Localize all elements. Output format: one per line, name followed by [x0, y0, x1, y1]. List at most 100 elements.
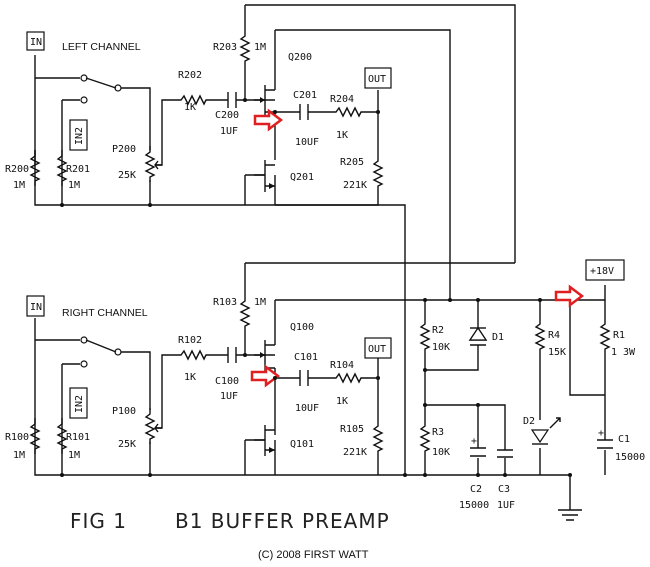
c1-plus: + [598, 428, 604, 439]
r204-label: R204 [330, 94, 354, 105]
r202-value: 1K [184, 102, 196, 113]
c200-capacitor [227, 92, 237, 108]
left-channel: LEFT CHANNEL IN IN2 R200 1M R201 1M P200… [5, 29, 392, 192]
right-in2-port [69, 387, 88, 419]
p200-wiper [154, 160, 162, 170]
c3-label: C3 [498, 484, 510, 495]
r103-resistor [240, 294, 250, 332]
c201-capacitor [299, 104, 309, 120]
p100-pot [145, 407, 155, 445]
r203-label: R203 [213, 42, 237, 53]
r1-label: R1 [613, 330, 625, 341]
right-in-port [26, 295, 45, 317]
c2-label: C2 [470, 484, 482, 495]
q100-label: Q100 [290, 322, 314, 333]
r100-value: 1M [13, 450, 25, 461]
r201-value: 1M [68, 180, 80, 191]
q201-label: Q201 [290, 172, 314, 183]
junction-dots [60, 98, 572, 477]
right-switch-arm [85, 339, 117, 353]
d2-light-arrow [549, 417, 561, 429]
r104-value: 1K [336, 396, 348, 407]
caption: FIG 1 B1 BUFFER PREAMP (C) 2008 FIRST WA… [70, 509, 390, 561]
r204-value: 1K [336, 130, 348, 141]
r105-resistor [373, 419, 383, 457]
right-switch-contact-b [80, 360, 88, 368]
r4-value: 15K [548, 347, 566, 358]
c3-value: 1UF [497, 500, 515, 511]
c2-value: 15000 [459, 500, 489, 511]
r204-resistor [329, 107, 367, 117]
figure-subtitle: B1 BUFFER PREAMP [175, 509, 390, 533]
figure-title: FIG 1 [70, 509, 127, 533]
p100-wiper [154, 423, 162, 433]
left-out-port [364, 67, 392, 89]
d1-label: D1 [492, 332, 504, 343]
c101-value: 10UF [295, 403, 319, 414]
r105-label: R105 [340, 424, 364, 435]
supply-highlight-arrow [554, 285, 584, 307]
right-out-label: OUT [368, 344, 386, 355]
r101-value: 1M [68, 450, 80, 461]
r4-resistor [535, 317, 545, 355]
q201-arrow [269, 183, 275, 189]
r4-label: R4 [548, 330, 560, 341]
left-switch-contact-b [80, 96, 88, 104]
left-switch-arm [85, 77, 117, 89]
r205-label: R205 [340, 157, 364, 168]
q101-arrow [269, 447, 275, 453]
r205-resistor [373, 154, 383, 192]
r102-resistor [174, 350, 212, 360]
r102-value: 1K [184, 372, 196, 383]
r3-resistor [420, 419, 430, 457]
r102-label: R102 [178, 335, 202, 346]
right-channel: RIGHT CHANNEL IN IN2 R100 1M R101 1M P10… [5, 294, 392, 461]
c1-capacitor [597, 439, 613, 449]
r2-resistor [420, 317, 430, 355]
r203-resistor [240, 29, 250, 67]
r3-value: 10K [432, 447, 450, 458]
q200-label: Q200 [288, 52, 312, 63]
left-highlight-arrow [253, 109, 283, 131]
r200-label: R200 [5, 164, 29, 175]
left-in2-label: IN2 [74, 127, 85, 145]
r2-value: 10K [432, 342, 450, 353]
c3-capacitor [497, 449, 513, 458]
c200-value: 1UF [220, 126, 238, 137]
d2-led [530, 429, 550, 444]
c1-label: C1 [618, 434, 630, 445]
q101-transistor [254, 425, 275, 456]
p200-pot [145, 145, 155, 183]
q200-arrow [260, 97, 265, 103]
r200-value: 1M [13, 180, 25, 191]
c201-label: C201 [293, 90, 317, 101]
right-in2-label: IN2 [74, 395, 85, 413]
c2-capacitor [470, 447, 486, 457]
d2-label: D2 [523, 416, 535, 427]
c200-label: C200 [215, 110, 239, 121]
c2-plus: + [471, 436, 477, 447]
left-channel-label: LEFT CHANNEL [62, 41, 141, 53]
c101-capacitor [299, 370, 309, 386]
right-channel-label: RIGHT CHANNEL [62, 307, 148, 319]
left-out-label: OUT [368, 74, 386, 85]
q100-transistor [254, 340, 275, 373]
q101-label: Q101 [290, 439, 314, 450]
left-in-port [26, 31, 45, 51]
supply-port [585, 259, 625, 281]
c201-value: 10UF [295, 137, 319, 148]
r103-value: 1M [254, 297, 266, 308]
r1-value: 1 3W [611, 347, 636, 358]
p200-value: 25K [118, 170, 136, 181]
supply-label: +18V [590, 266, 614, 277]
r202-label: R202 [178, 70, 202, 81]
r105-value: 221K [343, 447, 367, 458]
c100-value: 1UF [220, 391, 238, 402]
r103-label: R103 [213, 297, 237, 308]
right-highlight-arrow [250, 365, 280, 387]
right-in-label: IN [30, 302, 42, 313]
c100-label: C100 [215, 376, 239, 387]
r1-resistor [600, 317, 610, 355]
c100-capacitor [227, 347, 237, 363]
